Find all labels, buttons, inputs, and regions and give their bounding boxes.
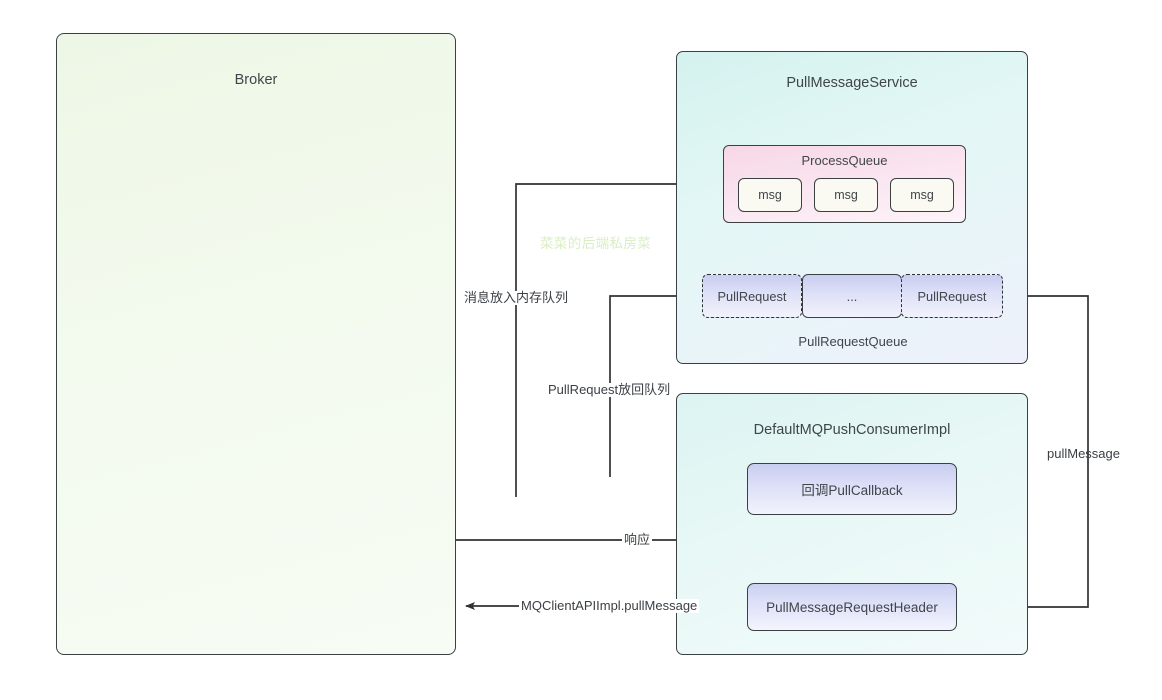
process-queue-label: ProcessQueue	[801, 153, 888, 168]
pull-request-box-ellipsis[interactable]: ...	[802, 274, 902, 318]
pull-request-queue-label: PullRequestQueue	[798, 334, 908, 349]
process-queue-box[interactable]: ProcessQueue msg msg msg	[723, 145, 966, 223]
msg-box[interactable]: msg	[890, 178, 954, 212]
edge-label-pullmessage: pullMessage	[1047, 446, 1120, 461]
edge-label-msg-to-memory-queue: 消息放入内存队列	[462, 290, 571, 306]
edge-label-response: 响应	[622, 532, 653, 548]
edge-label-mqclient-api-pullmessage: MQClientAPIImpl.pullMessage	[519, 598, 700, 614]
pull-request-box-first[interactable]: PullRequest	[702, 274, 802, 318]
default-mq-push-consumer-impl-label: DefaultMQPushConsumerImpl	[753, 422, 951, 438]
msg-box[interactable]: msg	[738, 178, 802, 212]
broker-label: Broker	[234, 72, 278, 88]
pull-message-request-header-box[interactable]: PullMessageRequestHeader	[747, 583, 957, 631]
edge-label-pullrequest-back-to-queue: PullRequest放回队列	[546, 382, 673, 398]
pull-message-service-label: PullMessageService	[786, 75, 918, 91]
pull-callback-box[interactable]: 回调PullCallback	[747, 463, 957, 515]
pull-request-box-last[interactable]: PullRequest	[901, 274, 1003, 318]
msg-box[interactable]: msg	[814, 178, 878, 212]
watermark-text: 菜菜的后端私房菜	[540, 236, 652, 251]
broker-container[interactable]: Broker	[56, 33, 456, 655]
